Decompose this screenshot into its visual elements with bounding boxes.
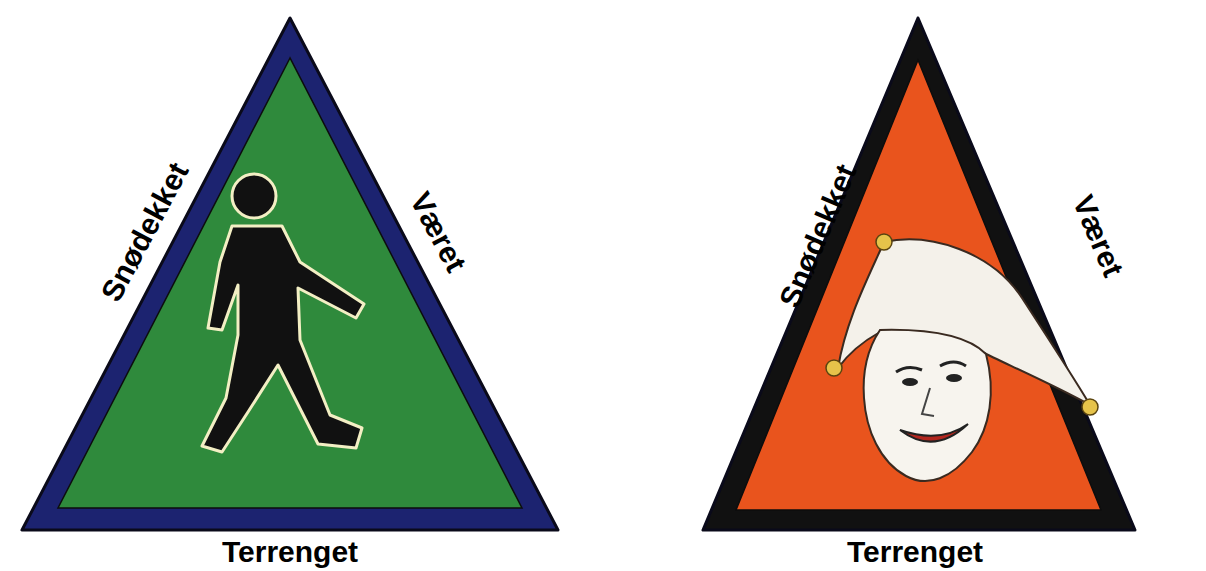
- warning-triangle: SnødekketVæretTerrenget: [0, 0, 590, 571]
- triangle-border: [22, 18, 558, 530]
- triangle-side-label: Terrenget: [222, 537, 358, 567]
- triangle-fill: [736, 60, 1101, 510]
- triangle-outline: [620, 0, 1206, 571]
- triangle-side-label: Terrenget: [847, 537, 983, 567]
- triangle-border: [703, 18, 1135, 530]
- triangle-side-label: Været: [1068, 191, 1129, 281]
- warning-triangle: SnødekketVæretTerrenget: [620, 0, 1206, 571]
- triangle-fill: [58, 58, 522, 508]
- triangle-outline: [0, 0, 590, 571]
